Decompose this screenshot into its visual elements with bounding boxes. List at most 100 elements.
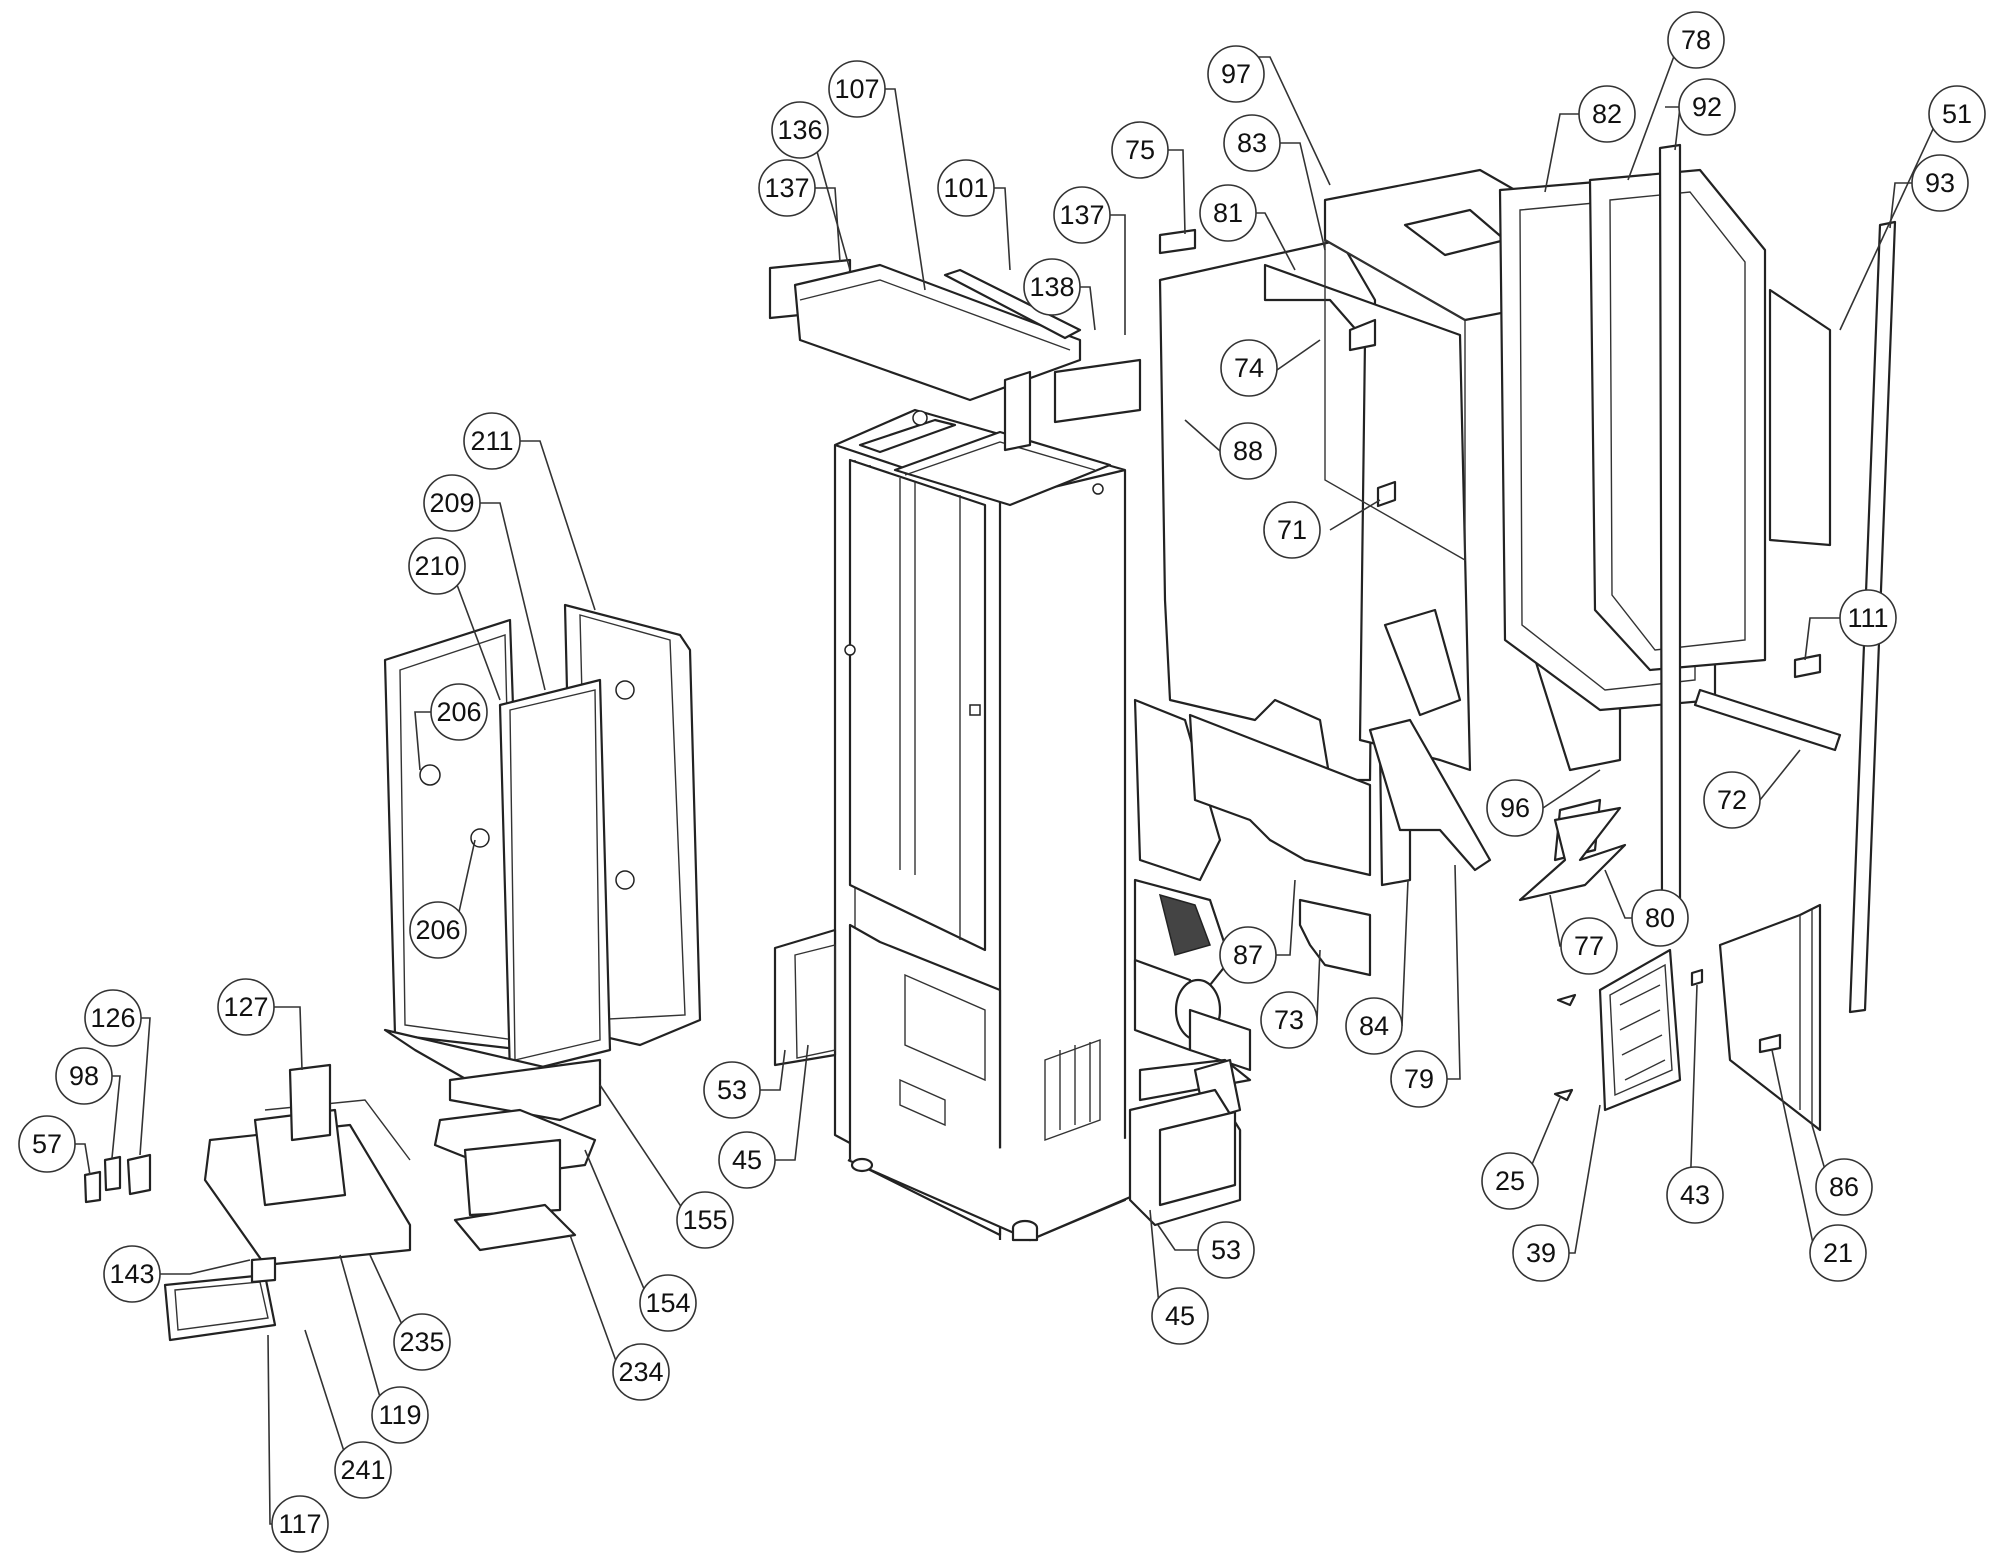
svg-text:39: 39 — [1526, 1238, 1556, 1268]
callout-96: 96 — [1486, 779, 1544, 837]
callout-155: 155 — [676, 1191, 734, 1249]
part-57 — [83, 1170, 102, 1204]
svg-text:81: 81 — [1213, 198, 1243, 228]
callout-bubbles: 97 78 82 92 51 93 107 136 137 101 137 13… — [18, 11, 1986, 1553]
callout-39: 39 — [1512, 1224, 1570, 1282]
svg-text:127: 127 — [223, 992, 268, 1022]
svg-text:79: 79 — [1404, 1064, 1434, 1094]
callout-51: 51 — [1928, 85, 1986, 143]
svg-text:136: 136 — [777, 115, 822, 145]
callout-127: 127 — [217, 978, 275, 1036]
main-cabinet — [833, 408, 1242, 1242]
svg-text:43: 43 — [1680, 1180, 1710, 1210]
callout-21: 21 — [1809, 1224, 1867, 1282]
callout-98: 98 — [55, 1047, 113, 1105]
top-plates-left — [768, 258, 1142, 452]
bracket-75 — [1158, 228, 1197, 255]
callout-111: 111 — [1839, 589, 1897, 647]
callout-79: 79 — [1390, 1050, 1448, 1108]
plate-79 — [1368, 718, 1492, 872]
callout-83: 83 — [1223, 114, 1281, 172]
callout-138: 138 — [1023, 258, 1081, 316]
svg-text:78: 78 — [1681, 25, 1711, 55]
callout-211: 211 — [463, 412, 521, 470]
svg-text:21: 21 — [1823, 1238, 1853, 1268]
svg-text:77: 77 — [1574, 931, 1604, 961]
callout-45-right: 45 — [1151, 1287, 1209, 1345]
svg-text:25: 25 — [1495, 1166, 1525, 1196]
callout-137-left: 137 — [758, 159, 816, 217]
callout-241: 241 — [334, 1441, 392, 1499]
svg-text:45: 45 — [732, 1145, 762, 1175]
callout-119: 119 — [371, 1386, 429, 1444]
callout-136: 136 — [771, 101, 829, 159]
svg-text:206: 206 — [436, 697, 481, 727]
callout-77: 77 — [1560, 917, 1618, 975]
svg-text:75: 75 — [1125, 135, 1155, 165]
callout-73: 73 — [1260, 991, 1318, 1049]
control-board-39 — [1598, 948, 1682, 1112]
callout-93: 93 — [1911, 154, 1969, 212]
callout-43: 43 — [1666, 1166, 1724, 1224]
svg-text:83: 83 — [1237, 128, 1267, 158]
svg-text:97: 97 — [1221, 59, 1251, 89]
callout-53-right: 53 — [1197, 1221, 1255, 1279]
callout-84: 84 — [1345, 997, 1403, 1055]
callout-53-left: 53 — [703, 1061, 761, 1119]
svg-text:84: 84 — [1359, 1011, 1389, 1041]
svg-text:210: 210 — [414, 551, 459, 581]
base-155-154 — [433, 1058, 602, 1252]
callout-97: 97 — [1207, 45, 1265, 103]
bracket-111 — [1793, 653, 1822, 679]
svg-text:155: 155 — [682, 1205, 727, 1235]
callout-206-top: 206 — [430, 683, 488, 741]
svg-text:86: 86 — [1829, 1172, 1859, 1202]
svg-text:87: 87 — [1233, 940, 1263, 970]
svg-text:209: 209 — [429, 488, 474, 518]
plate-73 — [1298, 898, 1372, 977]
svg-text:72: 72 — [1717, 785, 1747, 815]
svg-text:107: 107 — [834, 74, 879, 104]
callout-74: 74 — [1220, 339, 1278, 397]
panel-88 — [1158, 238, 1377, 782]
panel-81 — [1263, 263, 1472, 772]
svg-text:82: 82 — [1592, 99, 1622, 129]
callout-154: 154 — [639, 1274, 697, 1332]
part-98 — [103, 1155, 122, 1192]
callout-206-bottom: 206 — [409, 901, 467, 959]
parts-drawing — [83, 143, 1897, 1342]
callout-72: 72 — [1703, 771, 1761, 829]
callout-88: 88 — [1219, 422, 1277, 480]
svg-text:206: 206 — [415, 915, 460, 945]
svg-text:53: 53 — [1211, 1235, 1241, 1265]
svg-text:45: 45 — [1165, 1301, 1195, 1331]
callout-78: 78 — [1667, 11, 1725, 69]
svg-text:88: 88 — [1233, 436, 1263, 466]
svg-text:51: 51 — [1942, 99, 1972, 129]
door-right — [1128, 1088, 1242, 1227]
svg-text:111: 111 — [1847, 603, 1888, 633]
door-left — [773, 928, 837, 1067]
svg-text:101: 101 — [943, 173, 988, 203]
clip-25-b — [1553, 1088, 1574, 1102]
svg-text:137: 137 — [1059, 200, 1104, 230]
callout-80: 80 — [1631, 889, 1689, 947]
svg-text:119: 119 — [378, 1400, 421, 1430]
callout-117: 117 — [271, 1495, 329, 1553]
svg-text:57: 57 — [32, 1129, 62, 1159]
back-panel-86 — [1718, 903, 1822, 1132]
svg-text:154: 154 — [645, 1288, 690, 1318]
callout-25: 25 — [1481, 1152, 1539, 1210]
burner-drawer — [163, 1063, 412, 1342]
callout-81: 81 — [1199, 184, 1257, 242]
svg-text:92: 92 — [1692, 92, 1722, 122]
svg-text:143: 143 — [109, 1259, 154, 1289]
svg-text:137: 137 — [764, 173, 809, 203]
callout-82: 82 — [1578, 85, 1636, 143]
callout-45-left: 45 — [718, 1131, 776, 1189]
callout-137-right: 137 — [1053, 186, 1111, 244]
callout-209: 209 — [423, 474, 481, 532]
callout-75: 75 — [1111, 121, 1169, 179]
clip-25-a — [1556, 993, 1577, 1007]
